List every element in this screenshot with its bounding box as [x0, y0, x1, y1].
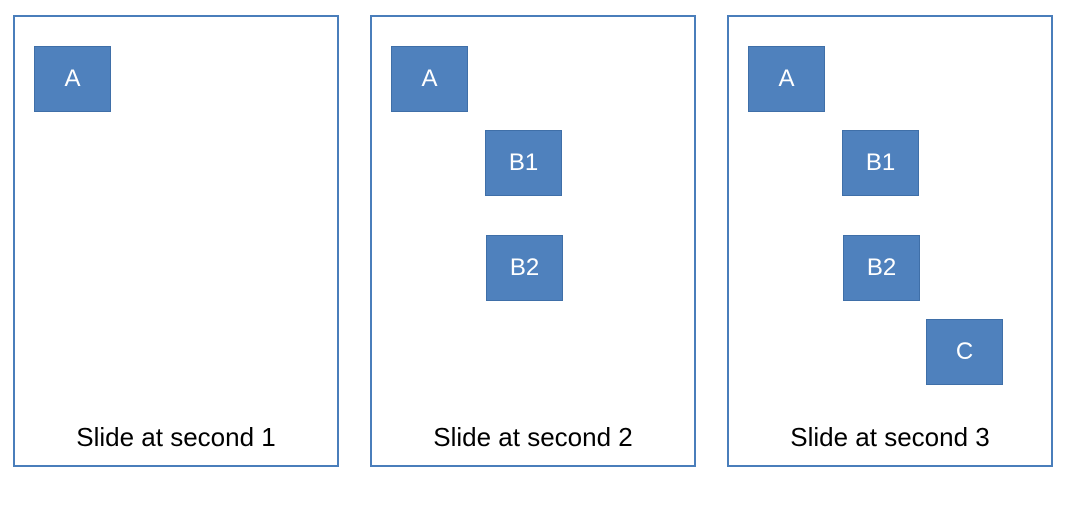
box-b1: B1	[842, 130, 919, 196]
slide-caption: Slide at second 3	[790, 422, 990, 452]
slide-frame-second-3: A B1 B2 C Slide at second 3	[727, 15, 1053, 467]
box-b2: B2	[486, 235, 563, 301]
box-a: A	[391, 46, 468, 112]
slide-frame-second-1: A Slide at second 1	[13, 15, 339, 467]
slide-caption: Slide at second 2	[433, 422, 633, 452]
box-a: A	[34, 46, 111, 112]
box-b2: B2	[843, 235, 920, 301]
slide-caption: Slide at second 1	[76, 422, 276, 452]
box-c: C	[926, 319, 1003, 385]
box-a: A	[748, 46, 825, 112]
slide-frame-second-2: A B1 B2 Slide at second 2	[370, 15, 696, 467]
box-b1: B1	[485, 130, 562, 196]
